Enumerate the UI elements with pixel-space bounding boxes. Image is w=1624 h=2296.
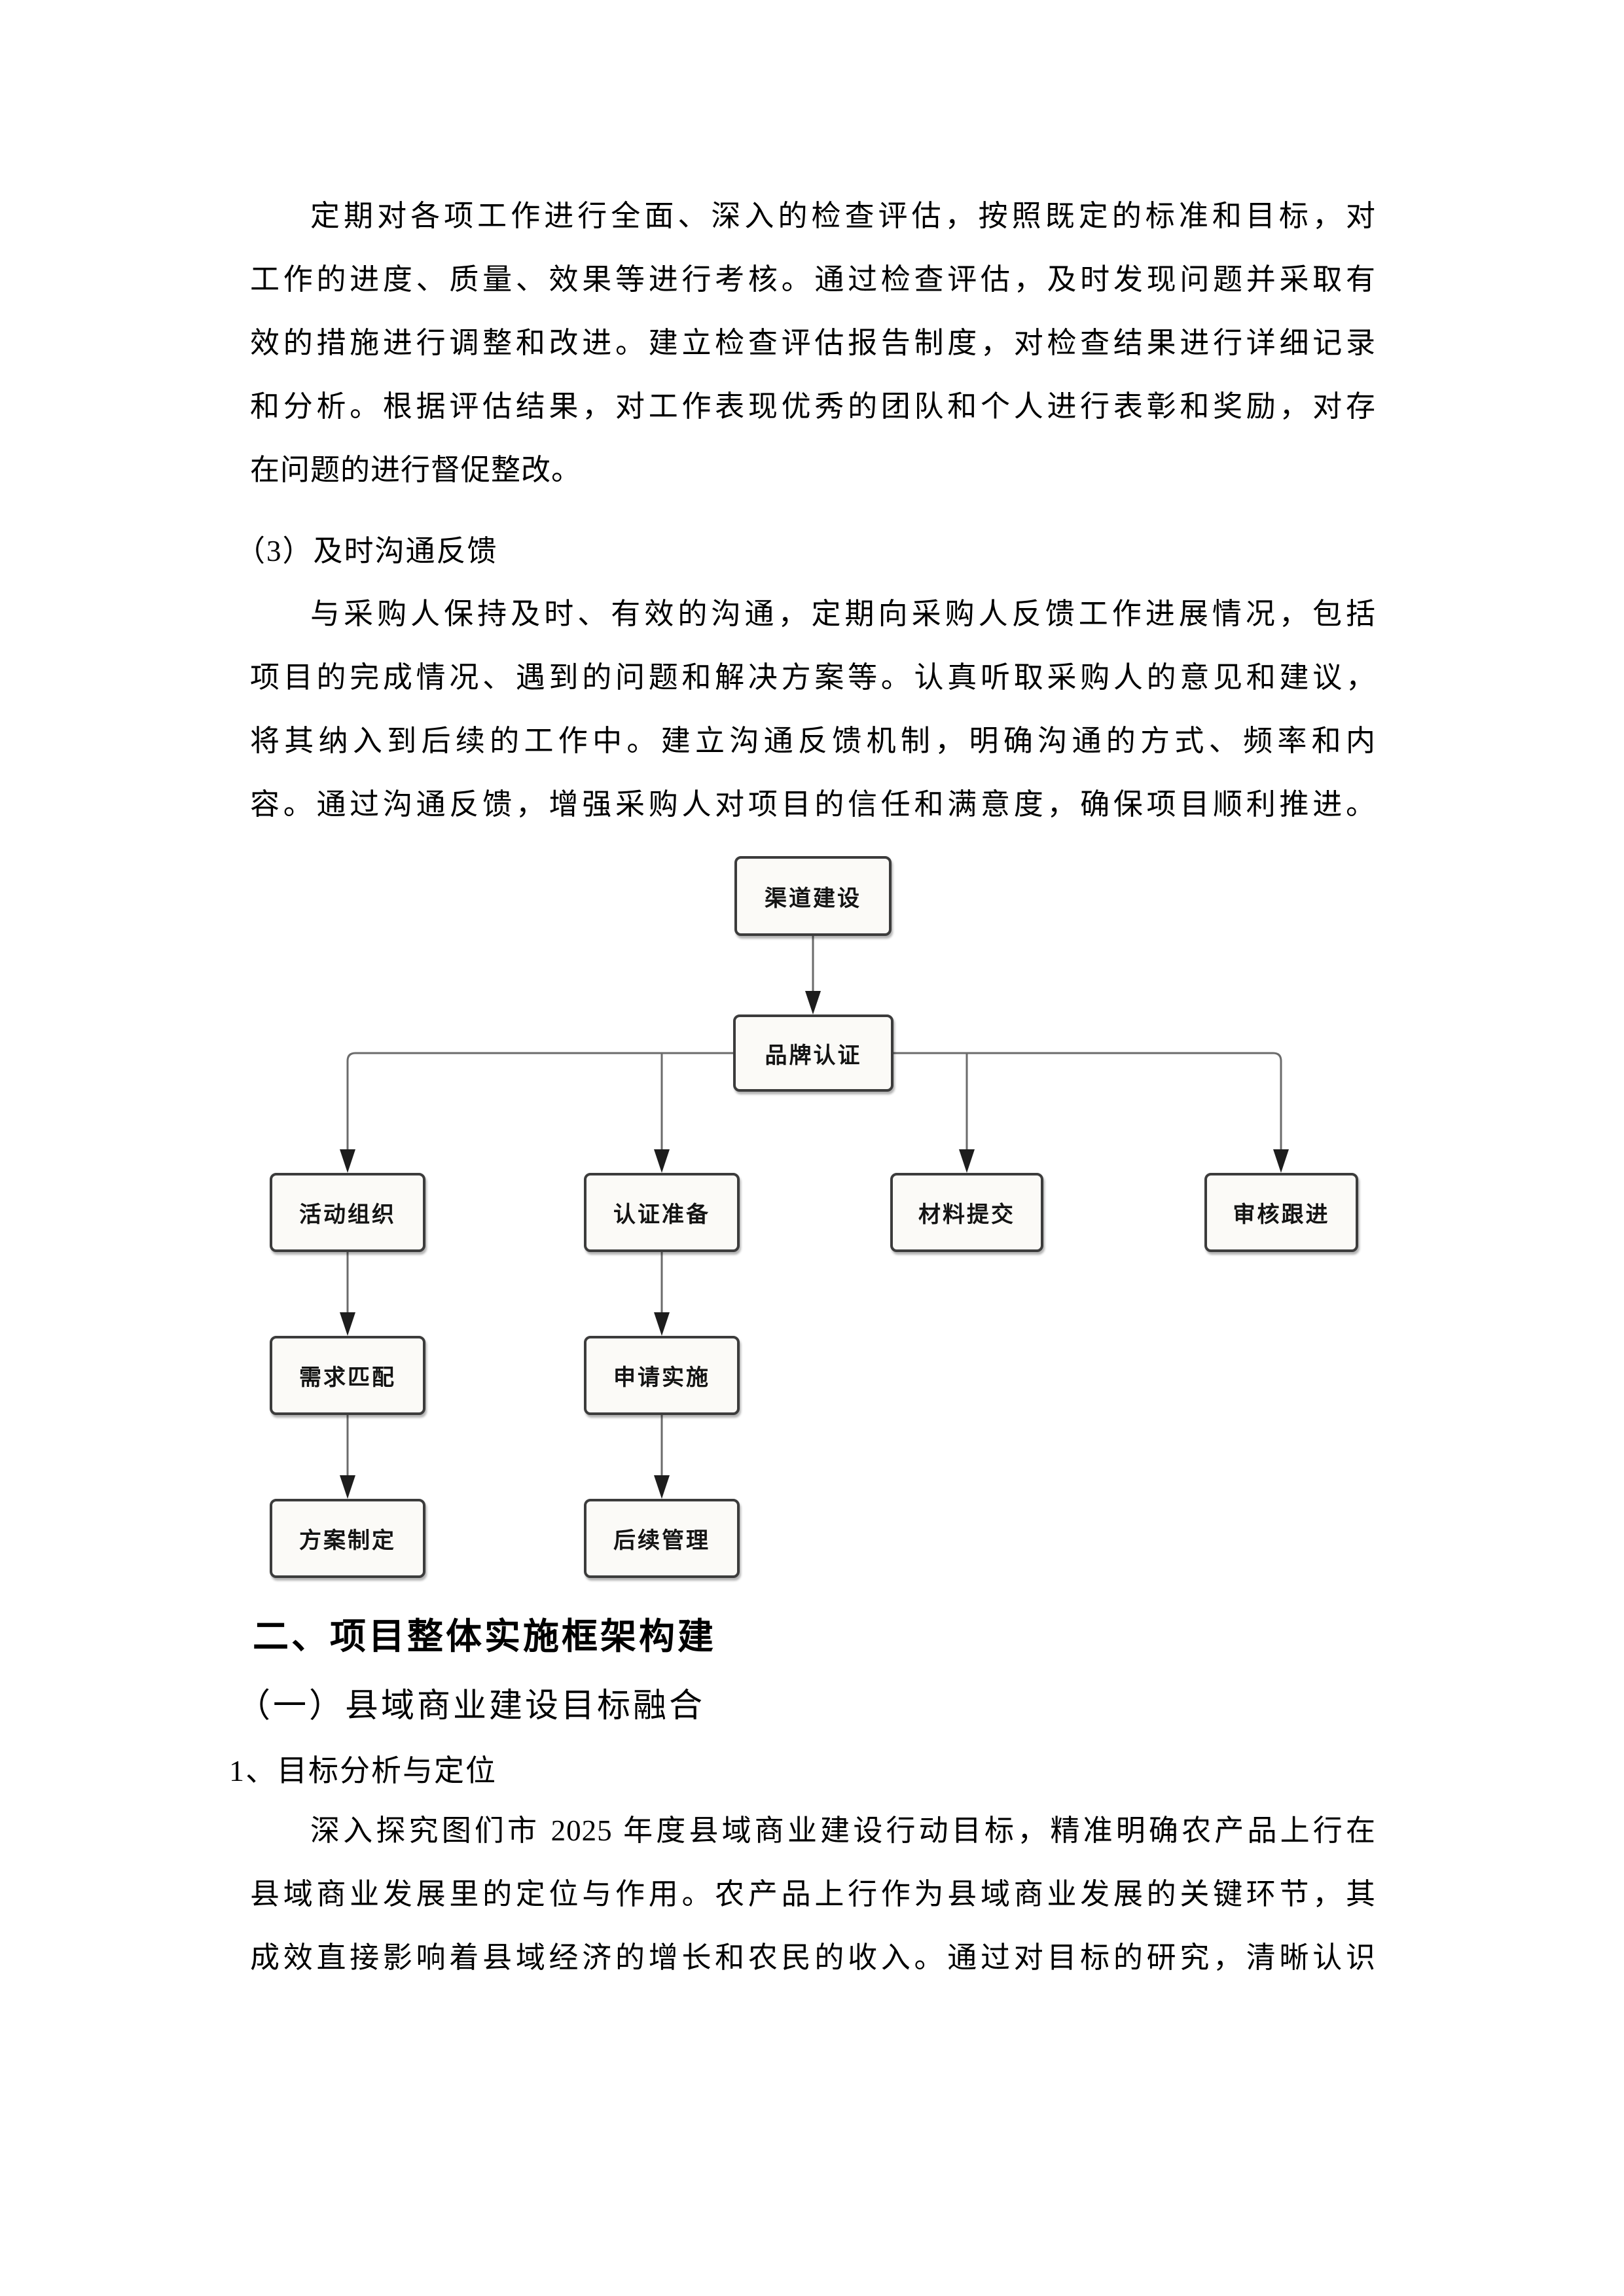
section-heading: （一）县域商业建设目标融合 (237, 1688, 706, 1725)
paragraph-inspection-evaluation: 定期对各项工作进行全面、深入的检查评估，按照既定的标准和目标，对 工作的进度、质… (250, 185, 1376, 502)
text-line: 定期对各项工作进行全面、深入的检查评估，按照既定的标准和目标，对 (310, 200, 1376, 232)
text-line: 容。通过沟通反馈，增强采购人对项目的信任和满意度，确保项目顺利推进。 (250, 788, 1376, 821)
chapter-heading: 二、项目整体实施框架构建 (253, 1616, 717, 1657)
flowchart-node-material: 材料提交 (890, 1173, 1043, 1252)
flowchart-node-follow: 后续管理 (584, 1499, 740, 1578)
flowchart-node-cert-prep: 认证准备 (584, 1173, 740, 1252)
text-line: 在问题的进行督促整改。 (250, 454, 582, 486)
text-line: 和分析。根据评估结果，对工作表现优秀的团队和个人进行表彰和奖励，对存 (250, 390, 1376, 423)
subsection-heading-communication: （3）及时沟通反馈 (236, 535, 498, 567)
text-line: 工作的进度、质量、效果等进行考核。通过检查评估，及时发现问题并采取有 (250, 263, 1376, 296)
flowchart-node-brand: 品牌认证 (733, 1014, 893, 1092)
flowchart-node-audit: 审核跟进 (1204, 1173, 1358, 1252)
text-line: 效的措施进行调整和改进。建立检查评估报告制度，对检查结果进行详细记录 (250, 327, 1376, 359)
text-line: 县域商业发展里的定位与作用。农产品上行作为县域商业发展的关键环节，其 (250, 1878, 1376, 1910)
flowchart-node-plan: 方案制定 (270, 1499, 425, 1578)
paragraph-communication-feedback: 与采购人保持及时、有效的沟通，定期向采购人反馈工作进展情况，包括 项目的完成情况… (250, 583, 1376, 836)
text-line: 深入探究图们市 2025 年度县域商业建设行动目标，精准明确农产品上行在 (310, 1814, 1376, 1847)
flowchart-node-channel: 渠道建设 (734, 856, 892, 936)
text-line: 项目的完成情况、遇到的问题和解决方案等。认真听取采购人的意见和建议， (250, 661, 1376, 694)
flowchart-node-activity: 活动组织 (270, 1173, 425, 1252)
text-line: 与采购人保持及时、有效的沟通，定期向采购人反馈工作进展情况，包括 (310, 598, 1376, 630)
paragraph-goal-analysis: 深入探究图们市 2025 年度县域商业建设行动目标，精准明确农产品上行在 县域商… (250, 1799, 1376, 1990)
text-line: 成效直接影响着县域经济的增长和农民的收入。通过对目标的研究，清晰认识 (250, 1941, 1376, 1974)
flowchart-node-apply: 申请实施 (584, 1336, 740, 1415)
subsection-heading-goal: 1、目标分析与定位 (229, 1754, 497, 1787)
text-line: 将其纳入到后续的工作中。建立沟通反馈机制，明确沟通的方式、频率和内 (250, 725, 1376, 757)
flowchart-node-demand: 需求匹配 (270, 1336, 425, 1415)
